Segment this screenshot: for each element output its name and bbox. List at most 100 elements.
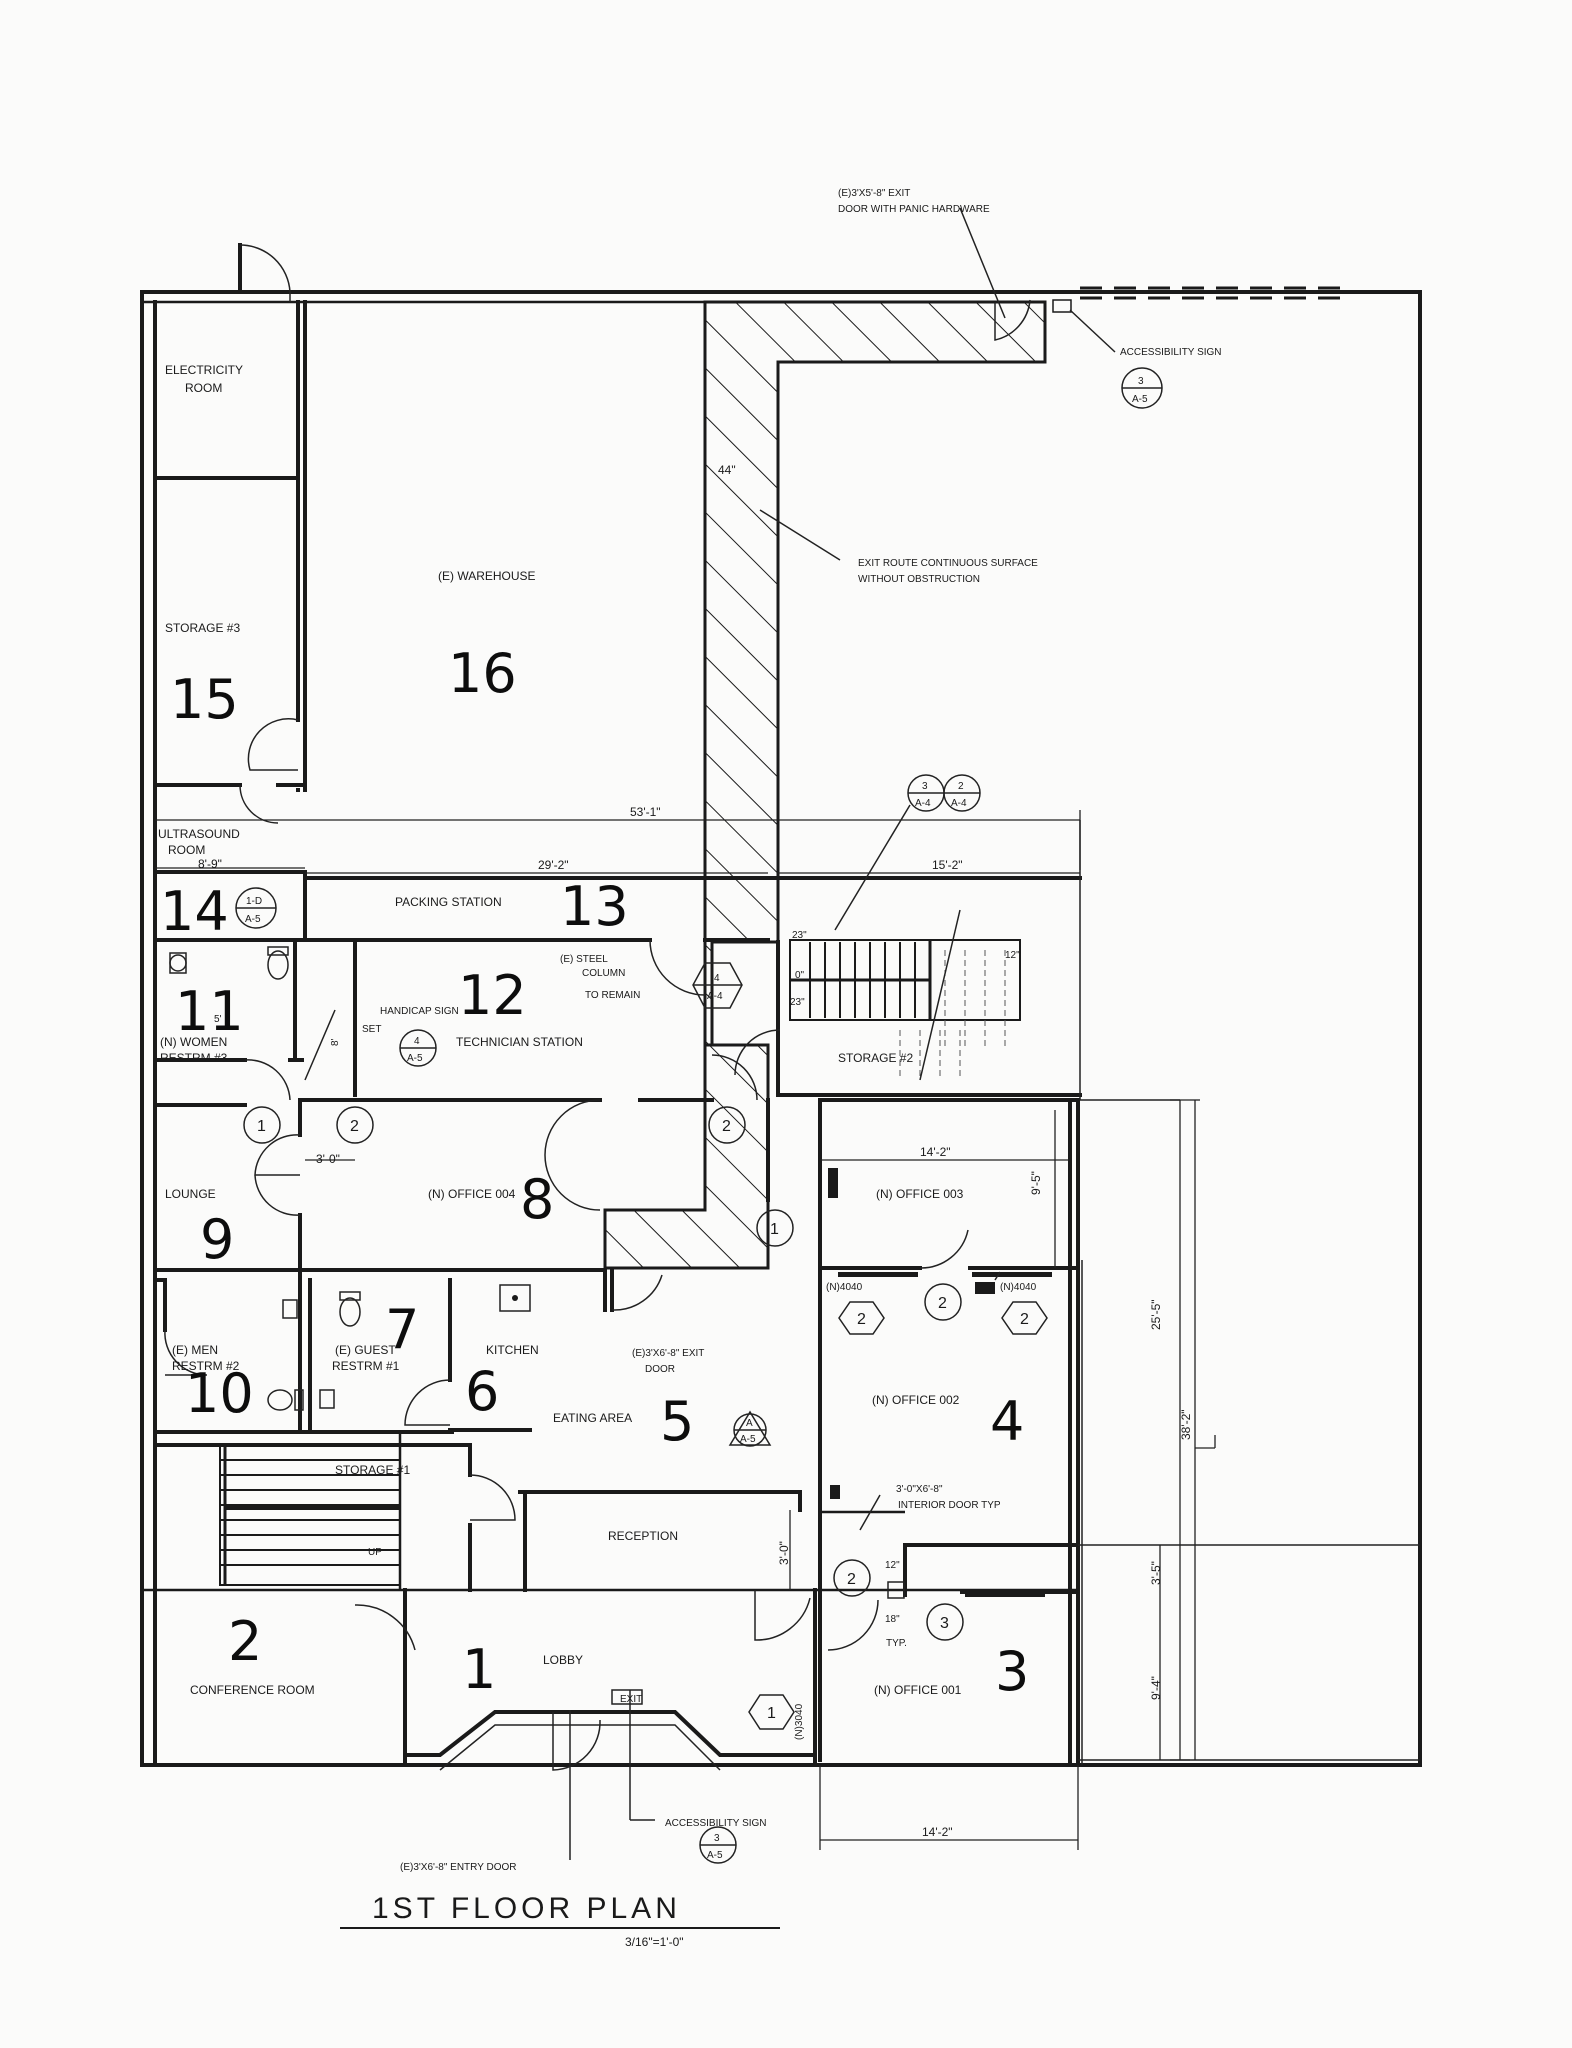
svg-text:15'-2": 15'-2" xyxy=(932,858,963,872)
svg-text:14'-2": 14'-2" xyxy=(922,1825,953,1839)
svg-text:8': 8' xyxy=(330,1038,341,1046)
svg-text:A-5: A-5 xyxy=(245,914,261,925)
room-storage-3: STORAGE #3 xyxy=(165,621,240,635)
svg-text:RESTRM #2: RESTRM #2 xyxy=(172,1359,240,1373)
stairs-upper xyxy=(789,909,1021,1081)
svg-text:ROOM: ROOM xyxy=(168,843,205,857)
notes: (E)3'X5'-8" EXIT DOOR WITH PANIC HARDWAR… xyxy=(362,188,1222,1873)
note-steel-column: (E) STEEL xyxy=(560,954,608,965)
room-men-restroom: (E) MEN xyxy=(172,1343,218,1357)
svg-text:1: 1 xyxy=(770,1221,779,1238)
svg-text:12": 12" xyxy=(1005,950,1020,961)
room-number-14: 14 xyxy=(160,880,229,943)
note-exit-route: EXIT ROUTE CONTINUOUS SURFACE xyxy=(858,558,1038,569)
door-tag: 1 xyxy=(243,1106,281,1144)
room-number-2: 2 xyxy=(228,1610,262,1673)
svg-text:2: 2 xyxy=(722,1118,731,1135)
door-tag: 3 xyxy=(926,1603,964,1641)
svg-text:A-5: A-5 xyxy=(407,1053,423,1064)
note-exit-door: (E)3'X5'-8" EXIT xyxy=(838,188,910,199)
note-kitchen-exit: (E)3'X6'-8" EXIT xyxy=(632,1348,704,1359)
svg-text:2: 2 xyxy=(958,781,964,792)
window-tag: 1 xyxy=(748,1694,795,1730)
svg-text:29'-2": 29'-2" xyxy=(538,858,569,872)
svg-text:25'-5": 25'-5" xyxy=(1149,1299,1163,1330)
svg-text:1-D: 1-D xyxy=(246,896,262,907)
room-number-3: 3 xyxy=(995,1640,1029,1703)
room-number-9: 9 xyxy=(200,1208,234,1271)
svg-text:SET: SET xyxy=(362,1024,381,1035)
svg-text:1: 1 xyxy=(767,1705,776,1722)
svg-text:A-5: A-5 xyxy=(1132,394,1148,405)
svg-text:A-5: A-5 xyxy=(740,1434,756,1445)
room-storage-2: STORAGE #2 xyxy=(838,1051,913,1065)
svg-text:5': 5' xyxy=(214,1014,222,1025)
window-tag: 2 xyxy=(838,1301,885,1335)
door-tag: 2 xyxy=(924,1283,962,1321)
svg-text:8'-9": 8'-9" xyxy=(198,857,222,871)
callouts: 3 A-5 3 A-4 2 A-4 1-D A-5 4 A-5 xyxy=(235,367,1163,1864)
door-tag: 2 xyxy=(708,1106,746,1144)
svg-text:RESTRM #3: RESTRM #3 xyxy=(160,1051,228,1065)
svg-text:44": 44" xyxy=(718,463,736,477)
svg-text:2: 2 xyxy=(350,1118,359,1135)
callout-accessibility-bottom: 3 A-5 xyxy=(699,1826,737,1864)
svg-text:3: 3 xyxy=(1138,376,1144,387)
svg-text:WITHOUT OBSTRUCTION: WITHOUT OBSTRUCTION xyxy=(858,574,980,585)
room-number-4: 4 xyxy=(990,1390,1024,1453)
svg-text:53'-1": 53'-1" xyxy=(630,805,661,819)
north-exit xyxy=(238,207,1340,561)
room-number-5: 5 xyxy=(660,1390,694,1453)
note-interior-door: 3'-0"X6'-8" xyxy=(896,1484,943,1495)
room-ultrasound: ULTRASOUND xyxy=(158,827,240,841)
room-number-16: 16 xyxy=(448,642,517,705)
svg-text:38'-2": 38'-2" xyxy=(1179,1409,1193,1440)
svg-text:RESTRM #1: RESTRM #1 xyxy=(332,1359,400,1373)
plan-scale: 3/16"=1'-0" xyxy=(625,1935,684,1949)
svg-text:DOOR: DOOR xyxy=(645,1364,675,1375)
room-office-001: (N) OFFICE 001 xyxy=(874,1683,962,1697)
svg-text:A-4: A-4 xyxy=(707,991,723,1002)
room-warehouse: (E) WAREHOUSE xyxy=(438,569,536,583)
svg-text:TO REMAIN: TO REMAIN xyxy=(585,990,640,1001)
note-entry-door: (E)3'X6'-8" ENTRY DOOR xyxy=(400,1862,516,1873)
room-lounge: LOUNGE xyxy=(165,1187,216,1201)
svg-text:3'-5": 3'-5" xyxy=(1149,1561,1163,1585)
room-guest-restroom: (E) GUEST xyxy=(335,1343,396,1357)
svg-text:4: 4 xyxy=(414,1036,420,1047)
note-exit-sign: EXIT xyxy=(620,1694,642,1705)
room-number-10: 10 xyxy=(185,1362,254,1425)
dimension-text: 53'-1" 29'-2" 15'-2" 8'-9" 44" 14'-2" 1 4… xyxy=(198,463,1193,1839)
svg-text:9'-5": 9'-5" xyxy=(1029,1171,1043,1195)
leader-lines xyxy=(304,804,1001,1860)
note-window-3: (N)3040 xyxy=(794,1703,805,1740)
note-window-2: (N)4040 xyxy=(1000,1282,1037,1293)
svg-text:A-5: A-5 xyxy=(707,1850,723,1861)
svg-text:23": 23" xyxy=(790,997,805,1008)
room-electricity: ELECTRICITY xyxy=(165,363,243,377)
room-lobby: LOBBY xyxy=(543,1653,583,1667)
room-conference: CONFERENCE ROOM xyxy=(190,1683,315,1697)
note-accessibility-bottom: ACCESSIBILITY SIGN xyxy=(665,1818,767,1829)
svg-text:A-4: A-4 xyxy=(915,798,931,809)
room-number-1: 1 xyxy=(462,1638,496,1701)
svg-text:0": 0" xyxy=(795,970,805,981)
room-office-004: (N) OFFICE 004 xyxy=(428,1187,516,1201)
note-handicap-sign: HANDICAP SIGN xyxy=(380,1006,459,1017)
room-numbers: 1 2 3 4 5 6 7 8 9 10 11 12 13 14 15 16 xyxy=(160,642,1029,1703)
room-number-8: 8 xyxy=(520,1168,554,1231)
stair-up: UP xyxy=(368,1547,382,1558)
doors xyxy=(164,718,969,1771)
door-tag: 2 xyxy=(336,1106,374,1144)
room-number-12: 12 xyxy=(458,964,527,1027)
svg-text:9'-4": 9'-4" xyxy=(1149,1676,1163,1700)
svg-text:2: 2 xyxy=(847,1571,856,1588)
svg-text:COLUMN: COLUMN xyxy=(582,968,625,979)
svg-text:A-4: A-4 xyxy=(951,798,967,809)
svg-text:4: 4 xyxy=(714,973,720,984)
svg-text:3'-0": 3'-0" xyxy=(777,1541,791,1565)
room-kitchen: KITCHEN xyxy=(486,1343,539,1357)
svg-text:3: 3 xyxy=(714,1833,720,1844)
callout-handicap: 4 A-5 xyxy=(399,1029,437,1067)
